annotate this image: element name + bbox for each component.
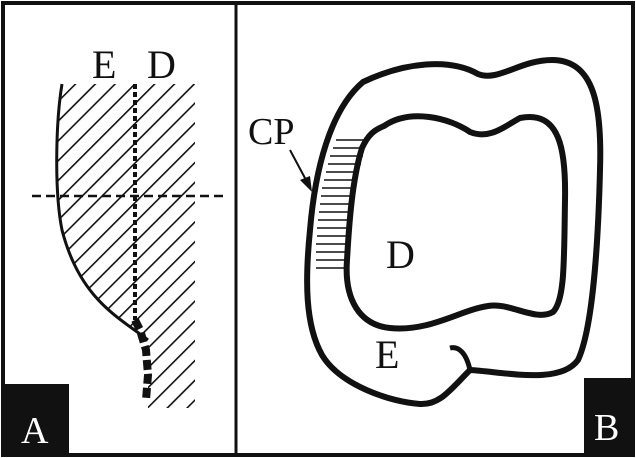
- cp-arrow-shaft: [290, 150, 306, 180]
- panel-b: CP D E B: [248, 60, 633, 455]
- cp-arrow-head: [300, 176, 312, 192]
- label-dentin-a: D: [147, 42, 176, 87]
- label-dentin-b: D: [386, 232, 415, 277]
- panel-a-letter: A: [21, 410, 49, 452]
- label-cp: CP: [248, 111, 294, 153]
- label-enamel-a: E: [92, 42, 116, 87]
- panel-a: E D A: [3, 42, 228, 455]
- enamel-notch: [450, 348, 470, 370]
- dentin-inner-contour: [347, 116, 565, 328]
- label-enamel-b: E: [375, 332, 399, 377]
- panel-b-letter: B: [594, 407, 619, 449]
